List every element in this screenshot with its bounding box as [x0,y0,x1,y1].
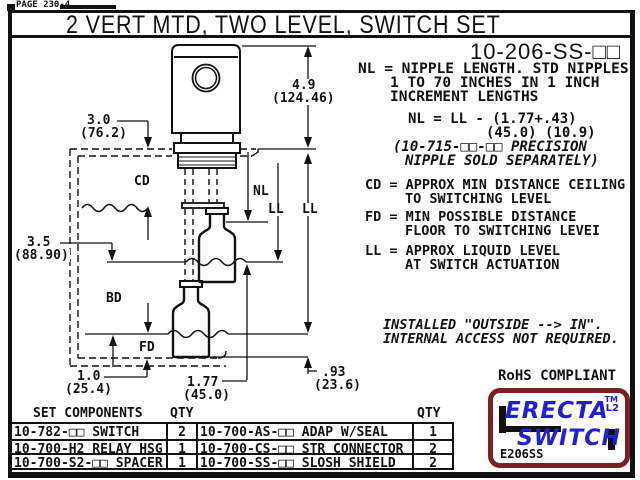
logo-bracket-vertical [499,406,506,433]
dim-floor-in: 1.0 [76,369,102,384]
label-nl: NL [252,184,270,199]
table-cell: 10-700-H2 RELAY HSG [12,438,168,454]
table-header-qty-left: QTY [170,406,194,421]
note-nl-def-1: NL = NIPPLE LENGTH. STD NIPPLES [358,61,629,77]
label-cd: CD [133,174,151,189]
label-fd: FD [138,340,156,355]
dim-float-bottom-mm: (23.6) [313,378,362,393]
note-fd-def-2: FLOOR TO SWITCHING LEVEI [405,223,601,239]
reference-lines [85,45,316,358]
table-cell: 10-700-AS-□□ ADAP W/SEAL [198,424,414,439]
note-ll-def-2: AT SWITCH ACTUATION [405,257,560,273]
table-header-components: SET COMPONENTS [33,406,143,421]
dim-float-len-in: 1.77 [186,375,220,390]
note-installed-2: INTERNAL ACCESS NOT REQUIRED. [383,331,619,347]
dim-ceiling-mm: (76.2) [79,126,128,141]
table-header-qty-right: QTY [417,406,441,421]
border-notch [7,4,15,11]
lower-float [171,280,211,359]
label-bd: BD [105,291,123,306]
table-cell: 1 [429,425,437,439]
border-left [8,10,12,477]
note-fd-def-1: FD = MIN POSSIBLE DISTANCE [365,209,577,225]
page-label: PAGE 230-4 [16,0,71,10]
border-page-top-segment [60,5,116,9]
dim-floor-mm: (25.4) [64,382,113,397]
page-title: 2 VERT MTD, TWO LEVEL, SWITCH SET [66,11,501,39]
label-ll-left: LL [267,202,285,217]
dim-height-mm: (124.46) [271,91,336,106]
table-cell: 10-700-CS-□□ STR CONNECTOR [198,438,414,454]
note-cd-def-1: CD = APPROX MIN DISTANCE CEILING [365,177,626,193]
logo-tm: TM [604,395,618,404]
note-nl-def-2: 1 TO 70 INCHES IN 1 INCH [390,75,600,91]
arrowheads [108,46,312,370]
erecta-switch-logo: ERECTA TM L2 SWITCH E206SS [488,388,630,468]
dim-ceiling-in: 3.0 [86,113,112,128]
logo-l2: L2 [605,403,619,414]
part-number: 10-206-SS-□□ [470,39,622,64]
note-ll-def-1: LL = APPROX LIQUID LEVEL [365,243,561,259]
note-formula-2: (45.0) (10.9) [486,125,596,141]
table-cell: 10-700-SS-□□ SLOSH SHIELD [198,453,414,468]
relay-housing [171,44,241,169]
logo-bracket-horizontal [499,426,561,432]
ceiling-jog [251,149,259,157]
floor-hook [217,350,227,359]
dim-float-bottom-in: .93 [321,365,347,380]
table-cell: 1 [168,438,198,454]
upper-float [197,207,237,284]
logo-code: E206SS [500,447,544,461]
note-precision-1: (10-715-□□-□□ PRECISION [393,139,587,155]
border-title-underline [8,35,635,38]
table-cell: 10-782-□□ SWITCH [12,424,168,439]
dim-wall-mm: (88.90) [13,248,70,263]
logo-brand-switch: SWITCH [517,426,621,451]
note-precision-2: NIPPLE SOLD SEPARATELY) [405,153,599,169]
note-formula-1: NL = LL - (1.77+.43) [408,111,577,127]
label-ll-right: LL [301,202,319,217]
border-right [630,10,635,477]
liquid-level-waves [81,203,247,339]
dim-height-in: 4.9 [291,78,317,93]
dim-float-len-mm: (45.0) [182,388,231,403]
border-top [8,10,635,13]
table-cell: 2 [414,453,452,468]
dim-wall-in: 3.5 [26,235,52,250]
note-cd-def-2: TO SWITCHING LEVEL [405,191,552,207]
logo-bracket-right [608,429,615,450]
border-bottom [8,472,635,478]
logo-brand-erecta: ERECTA [505,398,609,424]
set-components-table: 10-782-□□ SWITCH 2 10-700-AS-□□ ADAP W/S… [10,422,454,470]
table-cell: 2 [168,424,198,439]
spacer [181,202,225,209]
table-cell: 2 [414,438,452,453]
table-cell: 1 [168,453,198,468]
table-cell: 10-700-S2-□□ SPACER [12,453,168,468]
rohs-compliant-label: RoHS COMPLIANT [498,368,617,384]
note-nl-def-3: INCREMENT LENGTHS [390,89,539,105]
note-installed-1: INSTALLED "OUTSIDE --> IN". [383,317,603,333]
